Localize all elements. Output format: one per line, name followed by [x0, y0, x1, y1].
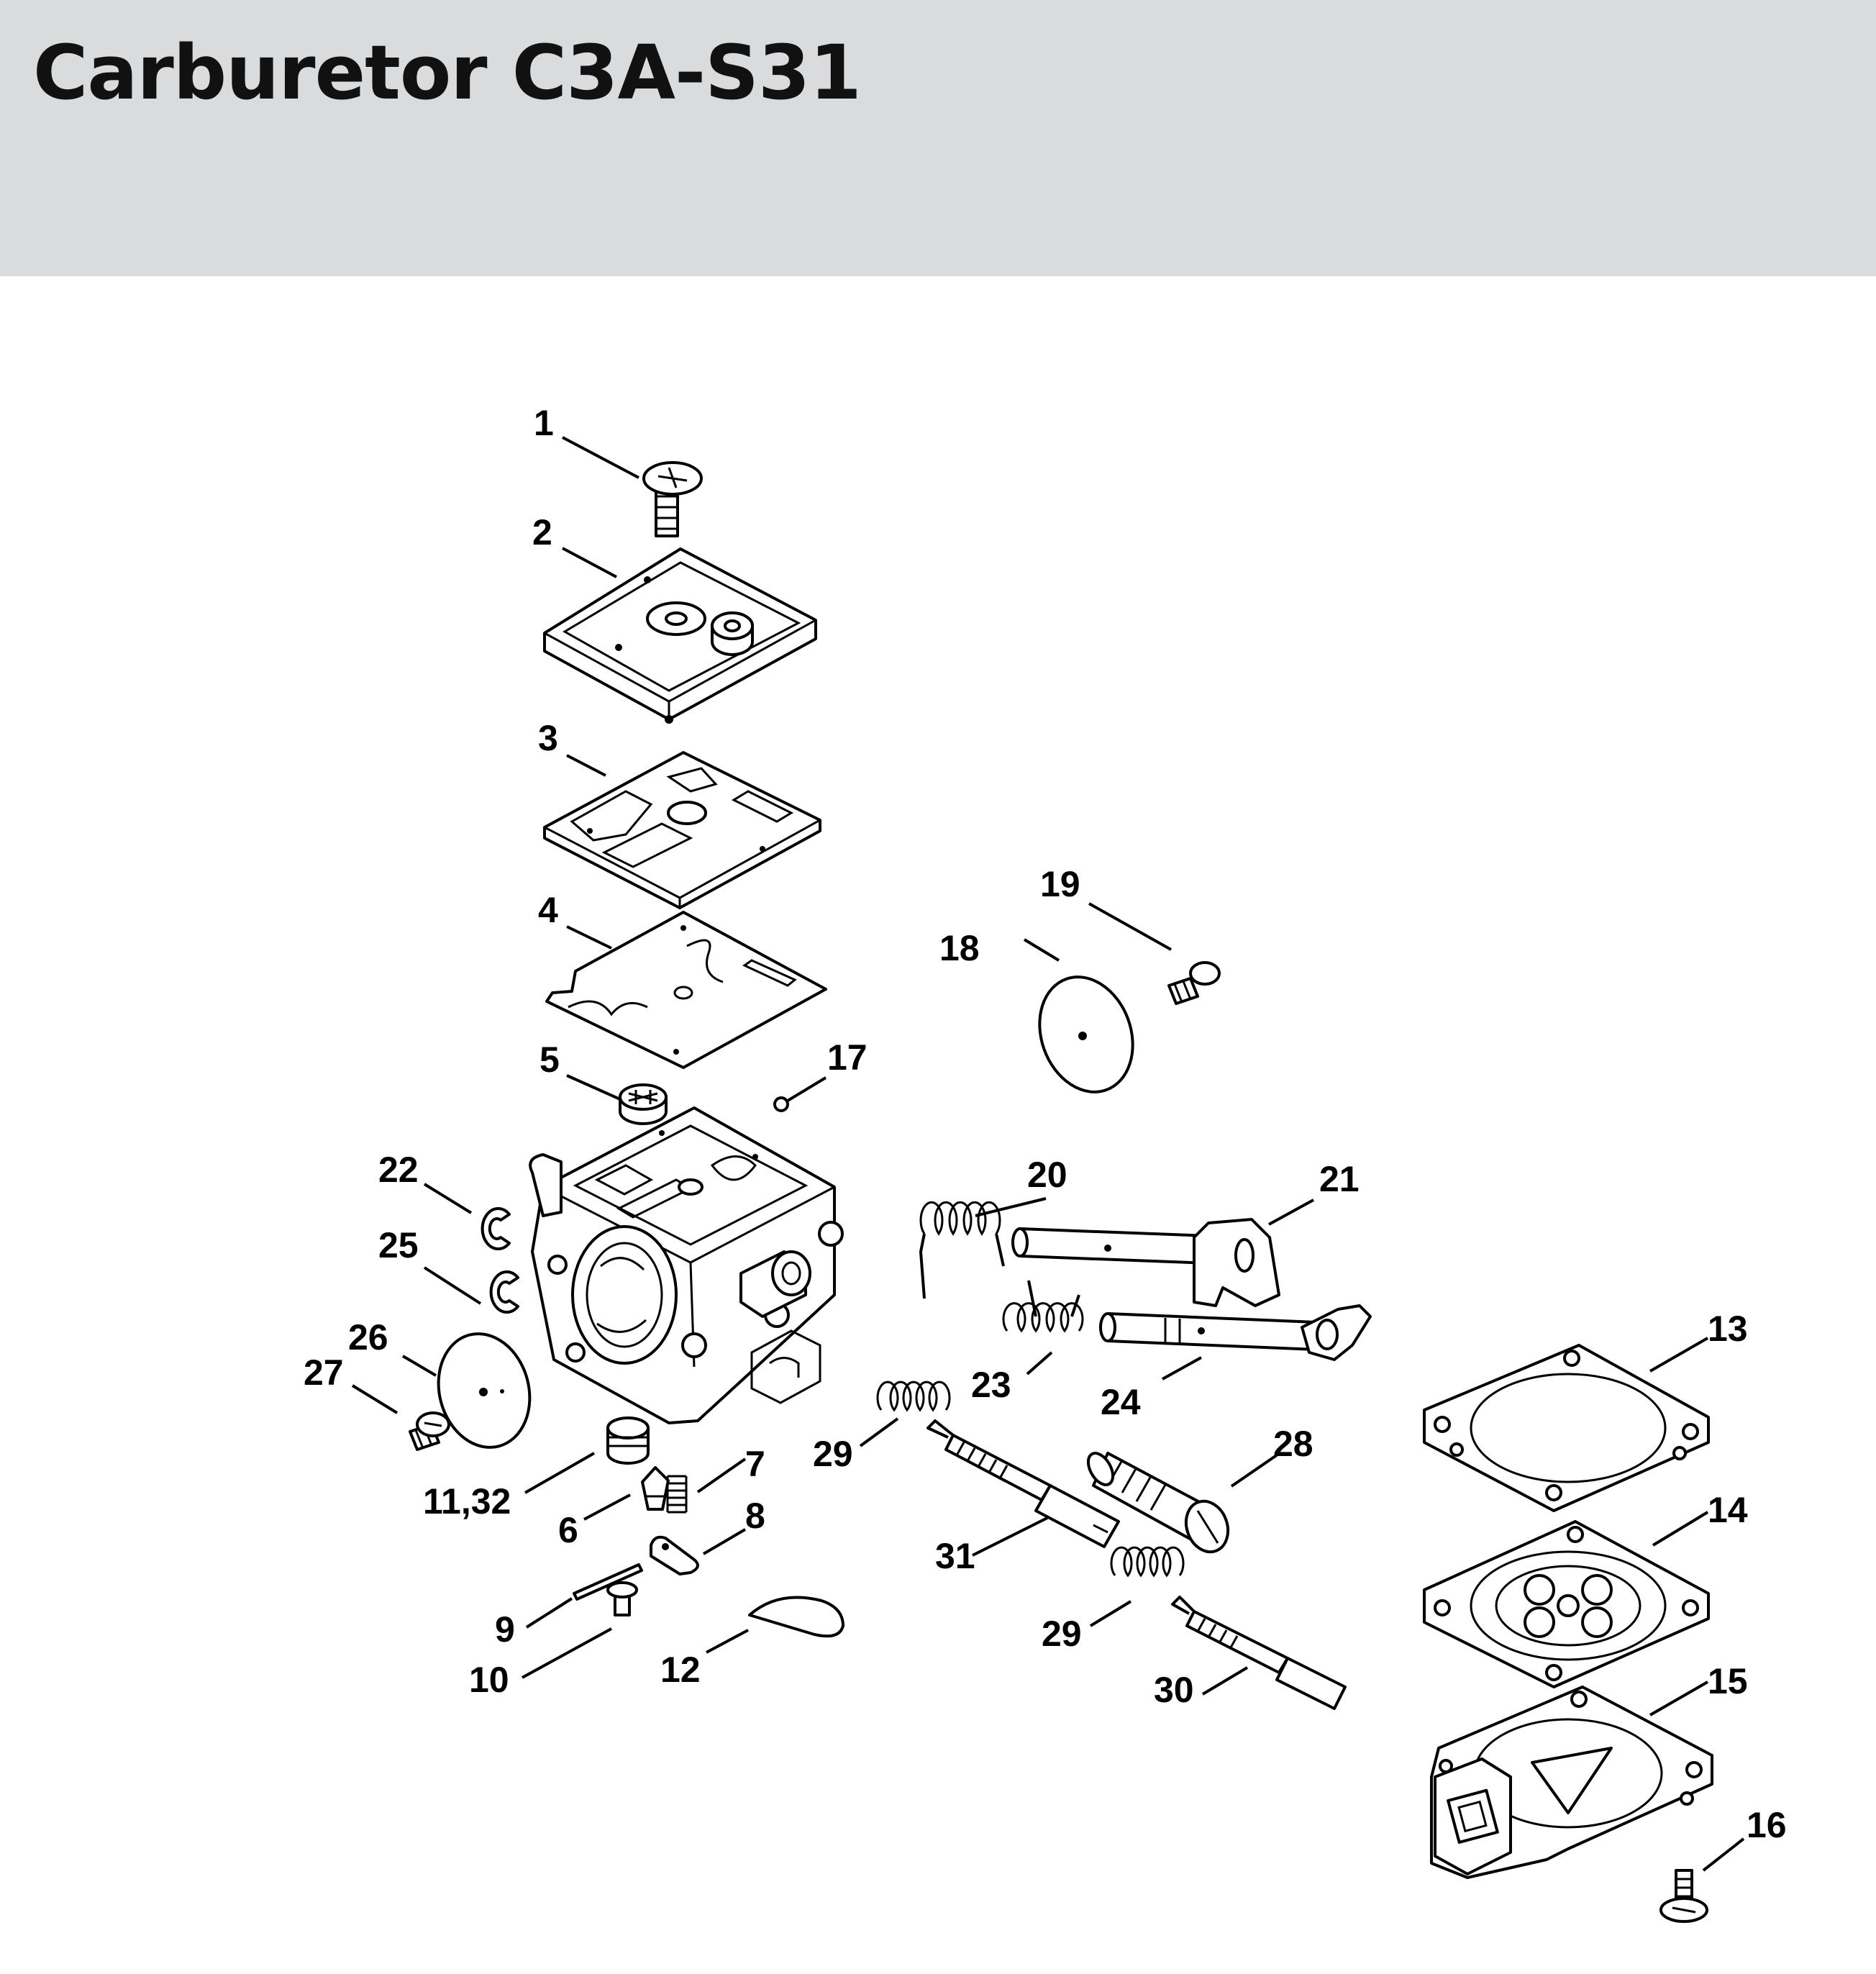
part-18-choke-valve	[1038, 975, 1134, 1093]
part-31-adjusting-screw	[926, 1419, 1120, 1548]
callout-16: 16	[1747, 1805, 1787, 1845]
callout-30: 30	[1154, 1670, 1194, 1710]
part-13-gasket	[1423, 1344, 1710, 1512]
callout-29-lower: 29	[1042, 1614, 1082, 1654]
part-30-adjusting-screw	[1171, 1596, 1347, 1710]
part-7-spring	[666, 1475, 688, 1514]
part-25-e-clip	[489, 1270, 519, 1314]
part-29-spring-lower	[1110, 1546, 1185, 1578]
callout-14: 14	[1708, 1490, 1748, 1530]
callout-4: 4	[538, 890, 558, 930]
callout-labels: 1 2 3 4 5 17 22 25 26 27 11,32 6 7 8 9 1…	[304, 403, 1787, 1845]
callout-24: 24	[1101, 1382, 1141, 1422]
callout-17: 17	[827, 1037, 868, 1078]
part-19-screw	[1167, 961, 1221, 1005]
callout-10: 10	[469, 1660, 509, 1700]
callout-5: 5	[539, 1040, 560, 1080]
part-24-throttle-shaft	[1099, 1304, 1372, 1361]
part-10-screw	[606, 1581, 638, 1616]
callout-26: 26	[348, 1317, 388, 1357]
callout-12: 12	[660, 1650, 701, 1690]
callout-7: 7	[745, 1444, 765, 1484]
callout-28: 28	[1273, 1424, 1313, 1464]
callout-22: 22	[378, 1150, 419, 1190]
part-20-torsion-spring	[919, 1201, 1005, 1299]
part-16-screw	[1659, 1869, 1708, 1923]
callout-15: 15	[1708, 1661, 1748, 1701]
part-11-32-plug	[606, 1416, 650, 1465]
leader-lines	[351, 436, 1745, 1872]
page-title: Carburetor C3A-S31	[33, 29, 862, 117]
callout-3: 3	[538, 718, 558, 758]
part-29-spring-upper	[876, 1381, 951, 1412]
part-23-torsion-spring	[1002, 1280, 1084, 1333]
part-8-control-lever	[650, 1535, 699, 1575]
callout-27: 27	[304, 1352, 344, 1393]
callout-31: 31	[935, 1536, 975, 1576]
callout-18: 18	[939, 928, 980, 968]
part-26-throttle-valve	[437, 1332, 532, 1449]
part-3-pump-gasket	[543, 751, 821, 909]
part-15-metering-cover	[1430, 1686, 1713, 1879]
header-band: Carburetor C3A-S31	[0, 0, 1876, 276]
part-4-pump-diaphragm	[545, 911, 827, 1069]
part-17-ball	[773, 1096, 789, 1112]
callout-13: 13	[1708, 1309, 1748, 1349]
callout-21: 21	[1319, 1159, 1360, 1199]
callout-25: 25	[378, 1225, 419, 1265]
part-9-spindle	[573, 1563, 643, 1601]
part-6-inlet-needle	[641, 1466, 670, 1511]
part-28-limiter-cap	[1086, 1452, 1230, 1554]
part-12-pickup	[748, 1596, 844, 1638]
callout-29-upper: 29	[813, 1434, 853, 1474]
callout-9: 9	[495, 1609, 515, 1650]
part-22-e-clip	[481, 1207, 511, 1250]
callout-8: 8	[745, 1496, 765, 1536]
callout-19: 19	[1040, 864, 1080, 904]
callout-11-32: 11,32	[423, 1481, 511, 1522]
part-21-choke-shaft	[1011, 1218, 1280, 1307]
carburetor-body	[529, 1106, 844, 1424]
callout-20: 20	[1027, 1155, 1067, 1195]
callout-23: 23	[971, 1365, 1011, 1405]
part-1-screw	[642, 461, 703, 537]
callout-2: 2	[532, 512, 552, 552]
part-27-screw	[409, 1411, 450, 1451]
part-14-metering-diaphragm	[1423, 1520, 1710, 1688]
callout-6: 6	[558, 1510, 578, 1550]
part-2-pump-cover	[543, 547, 817, 724]
part-5-strainer	[619, 1083, 668, 1125]
callout-1: 1	[534, 403, 554, 443]
